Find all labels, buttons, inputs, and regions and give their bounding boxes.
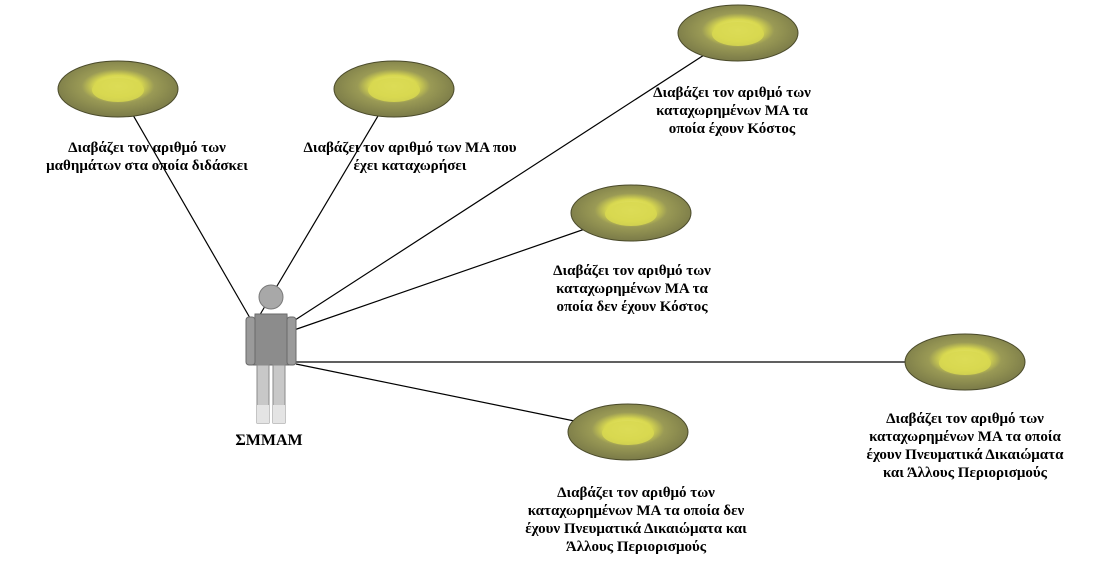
use-case-ellipse-highlight-3 <box>712 22 764 46</box>
use-case-label-line: Διαβάζει τον αριθμό των <box>68 140 226 156</box>
use-case-label-2: Διαβάζει τον αριθμό των ΜΑ που έχει καταχ… <box>304 139 517 175</box>
use-case-label-line: καταχωρημένων ΜΑ τα οποία δεν <box>527 503 745 519</box>
use-case-2[interactable] <box>333 60 455 118</box>
use-case-label-line: οποία έχουν Κόστος <box>668 121 796 137</box>
use-case-ellipse-highlight-1 <box>92 78 144 102</box>
actor-torso <box>252 313 290 366</box>
use-case-ellipse-highlight-2 <box>368 78 420 102</box>
use-case-label-line: καταχωρημένων ΜΑ τα <box>556 281 708 297</box>
use-case-label-line: και Άλλους Περιορισμούς <box>883 465 1047 481</box>
use-case-label-line: Διαβάζει τον αριθμό των <box>553 263 711 279</box>
use-case-ellipse-highlight-6 <box>602 421 654 445</box>
use-case-4[interactable] <box>570 184 692 242</box>
use-case-label-line: Άλλους Περιορισμούς <box>565 539 707 555</box>
use-case-label-line: Διαβάζει τον αριθμό των ΜΑ που <box>303 140 517 156</box>
use-case-label-1: Διαβάζει τον αριθμό των μαθημάτων στα οπο… <box>46 139 248 175</box>
use-case-label-6: Διαβάζει τον αριθμό των καταχωρημένων ΜΑ … <box>525 484 747 556</box>
actor-figure[interactable] <box>245 284 297 424</box>
use-case-ellipse-highlight-4 <box>605 202 657 226</box>
use-case-label-4: Διαβάζει τον αριθμό των καταχωρημένων ΜΑ … <box>553 262 711 316</box>
use-case-label-line: έχουν Πνευματικά Δικαιώματα και <box>525 521 747 537</box>
actor-left-arm <box>245 316 256 366</box>
use-case-label-line: έχει καταχωρήσει <box>353 158 467 174</box>
use-case-label-line: οποία δεν έχουν Κόστος <box>556 299 708 315</box>
use-case-label-line: Διαβάζει τον αριθμό των <box>653 85 811 101</box>
use-case-label-line: έχουν Πνευματικά Δικαιώματα <box>866 447 1064 463</box>
association-line-2 <box>257 88 395 319</box>
use-case-label-3: Διαβάζει τον αριθμό των καταχωρημένων ΜΑ … <box>653 84 811 138</box>
use-case-3[interactable] <box>677 4 799 62</box>
use-case-6[interactable] <box>567 403 689 461</box>
association-line-3 <box>291 32 739 323</box>
use-case-label-line: καταχωρημένων ΜΑ τα οποία <box>869 429 1061 445</box>
use-case-label-5: Διαβάζει τον αριθμό των καταχωρημένων ΜΑ … <box>867 410 1064 482</box>
use-case-ellipse-highlight-5 <box>939 351 991 375</box>
association-line-4 <box>293 212 632 331</box>
use-case-label-line: Διαβάζει τον αριθμό των <box>557 485 715 501</box>
use-case-ellipses <box>57 4 1026 461</box>
use-case-5[interactable] <box>904 333 1026 391</box>
actor-head <box>258 284 284 310</box>
use-case-label-line: καταχωρημένων ΜΑ τα <box>656 103 808 119</box>
actor-right-arm <box>286 316 297 366</box>
use-case-label-line: μαθημάτων στα οποία διδάσκει <box>46 158 248 174</box>
association-line-1 <box>117 88 251 319</box>
use-case-label-line: Διαβάζει τον αριθμό των <box>886 411 1044 427</box>
use-case-1[interactable] <box>57 60 179 118</box>
actor-name: ΣΜΜΑΜ <box>235 432 303 449</box>
association-lines <box>117 32 965 433</box>
